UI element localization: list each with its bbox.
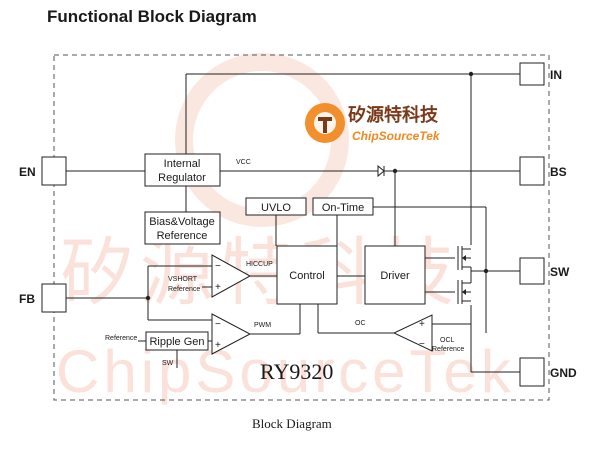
vshort-plus: + [215,282,221,293]
hiccup-label: HICCUP [246,261,273,268]
pin-in-box [519,62,545,86]
ocl-ref-label-1: OCL [440,337,455,344]
caption: Block Diagram [252,416,332,431]
low-side-mosfet [457,271,472,304]
watermark: 矽源特科技 ChipSourceTek 矽源特科技 ChipSourceTek [56,53,515,405]
pin-fb-label: FB [19,292,35,306]
pwm-plus: + [215,340,221,351]
chip-boundary [53,54,550,401]
pin-sw-box [519,257,545,285]
oc-label: OC [355,320,366,327]
ripple-reference-label: Reference [105,335,137,342]
bias-ref-label-1: Bias&Voltage [149,216,214,228]
ripple-sw-label: SW [162,360,174,367]
ocl-minus: − [419,339,425,350]
pin-bs-label: BS [550,165,567,179]
pwm-comparator [211,313,252,355]
pin-gnd-box [519,357,545,387]
vshort-minus: − [215,261,221,272]
pin-en-label: EN [19,165,36,179]
pin-sw-label: SW [550,265,570,279]
internal-regulator-label-2: Regulator [158,172,206,184]
pin-en-box [41,156,67,186]
ocl-plus: + [419,319,425,330]
control-block [276,245,338,305]
driver-block [364,245,426,305]
pin-gnd-label: GND [550,366,577,380]
vshort-ref-label-1: VSHORT [168,276,198,283]
watermark-logo [175,53,349,227]
pwm-label: PWM [254,322,271,329]
pin-bs-box [519,156,545,186]
internal-regulator-label-1: Internal [164,158,201,170]
bias-ref-block [144,211,221,245]
control-label: Control [289,270,324,282]
watermark-logo-en: ChipSourceTek [352,129,441,143]
internal-regulator-block [144,153,221,187]
part-number: RY9320 [260,359,333,384]
vshort-comparator [211,254,252,298]
watermark-latin: ChipSourceTek [56,338,515,405]
driver-label: Driver [380,270,410,282]
vcc-label: VCC [236,159,251,166]
watermark-logo-cn: 矽源特科技 [348,104,439,125]
ocl-ref-label-2: Reference [432,346,464,353]
bias-ref-label-2: Reference [157,230,208,242]
on-time-label: On-Time [322,202,364,214]
uvlo-label: UVLO [261,202,291,214]
ocl-comparator [392,314,433,352]
pin-fb-box [41,283,67,313]
diagram-title: Functional Block Diagram [47,7,257,26]
wires [66,71,520,373]
high-side-mosfet [457,246,472,271]
pwm-minus: − [215,319,221,330]
ripple-gen-label: Ripple Gen [149,336,204,348]
vshort-ref-label-2: Reference [168,286,200,293]
pin-in-label: IN [550,68,562,82]
